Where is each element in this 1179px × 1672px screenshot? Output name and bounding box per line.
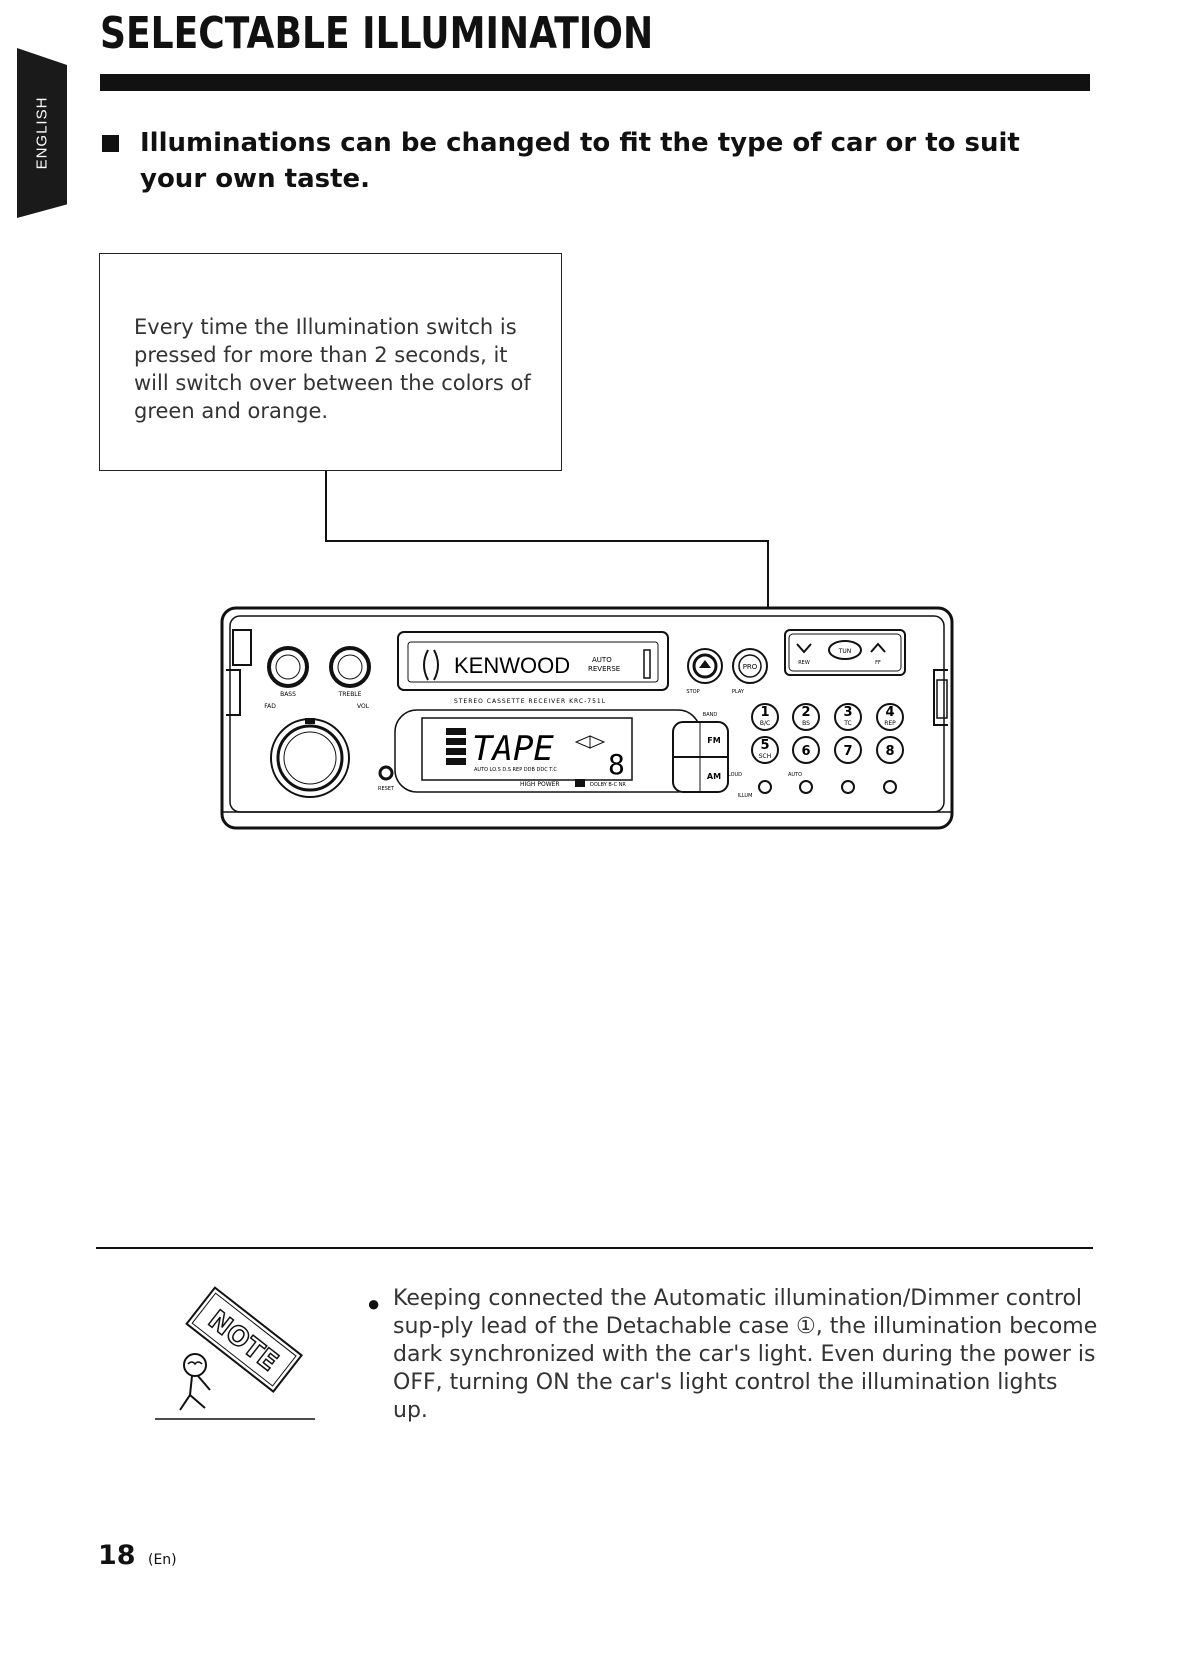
auto-reverse-label: AUTO xyxy=(592,656,612,664)
display-digit: 8 xyxy=(608,748,625,781)
am-button: AM xyxy=(707,772,721,781)
ff-arrow-icon xyxy=(870,642,886,653)
auto-label: AUTO xyxy=(788,772,802,778)
fm-am-button-block xyxy=(672,721,729,793)
page-language-code: (En) xyxy=(148,1552,177,1568)
bass-knob xyxy=(267,646,309,688)
reset-button xyxy=(378,765,394,781)
volume-knob xyxy=(270,718,350,798)
preset-number-6: 6 xyxy=(801,744,810,759)
preset-button-5 xyxy=(751,736,779,764)
illum-label: ILLUM xyxy=(738,793,753,799)
fad-label: FAD xyxy=(264,703,276,710)
preset-button-2 xyxy=(792,703,820,731)
pro-label: PRO xyxy=(743,663,758,671)
language-tab-label: ENGLISH xyxy=(33,96,51,170)
square-bullet-icon xyxy=(102,135,119,152)
fm-button: FM xyxy=(707,736,720,745)
preset-button-7 xyxy=(834,736,862,764)
preset-button-8 xyxy=(876,736,904,764)
tun-button xyxy=(828,640,862,660)
pscan-button xyxy=(883,780,897,794)
leader-line xyxy=(325,471,769,770)
callout-text: Every time the Illumination switch is pr… xyxy=(134,315,531,423)
callout-box: Every time the Illumination switch is pr… xyxy=(99,253,562,471)
stop-label: STOP xyxy=(686,689,699,695)
title-rule xyxy=(100,74,1090,91)
brand-logo: KENWOOD xyxy=(454,653,570,678)
right-release-tab xyxy=(933,669,948,726)
bullet-icon: ● xyxy=(367,1291,381,1316)
section-heading: Illuminations can be changed to fit the … xyxy=(140,128,1020,194)
eject-button xyxy=(687,648,723,684)
high-power-label: HIGH POWER xyxy=(520,781,560,788)
model-line: STEREO CASSETTE RECEIVER KRC-751L xyxy=(454,698,606,705)
indicator-line: AUTO LO.S D.S REP DDB DDC T.C xyxy=(474,767,557,773)
rew-arrow-icon xyxy=(796,643,812,654)
tuner-rocker xyxy=(784,629,906,676)
rew-label: REW xyxy=(798,660,810,666)
note-mascot-illustration: NOTE xyxy=(155,1286,315,1420)
preset-number-2: 2 xyxy=(801,705,810,720)
preset-button-3 xyxy=(834,703,862,731)
preset-number-8: 8 xyxy=(885,744,894,759)
display-frame xyxy=(394,709,701,793)
los-button xyxy=(841,780,855,794)
treble-knob xyxy=(329,646,371,688)
vol-label: VOL xyxy=(357,703,370,710)
cassette-door xyxy=(397,631,669,691)
left-release-tab xyxy=(232,629,252,666)
loud-label: LOUD xyxy=(728,772,742,778)
reset-label: RESET xyxy=(378,786,395,792)
note-text: Keeping connected the Automatic illumina… xyxy=(393,1286,1098,1423)
preset-number-4: 4 xyxy=(885,705,894,720)
preset-sub-label-3: TC xyxy=(843,720,852,727)
note-divider xyxy=(96,1247,1093,1249)
dolby-label: DOLBY B-C NR xyxy=(590,782,626,788)
page-title: SELECTABLE ILLUMINATION xyxy=(100,8,654,59)
play-label: PLAY xyxy=(732,689,745,695)
preset-number-3: 3 xyxy=(843,705,852,720)
preset-number-1: 1 xyxy=(760,705,769,720)
preset-number-5: 5 xyxy=(760,738,769,753)
tun-label: TUN xyxy=(838,648,852,655)
ff-label: FF xyxy=(875,660,881,666)
preset-number-7: 7 xyxy=(843,744,852,759)
page-number: 18 xyxy=(98,1540,136,1571)
illum-button xyxy=(758,780,772,794)
preset-sub-label-2: BS xyxy=(802,720,810,727)
auto-button xyxy=(799,780,813,794)
preset-button-1 xyxy=(751,703,779,731)
preset-sub-label-1: B/C xyxy=(760,720,770,727)
preset-button-4 xyxy=(876,703,904,731)
band-label: BAND xyxy=(703,712,718,718)
auto-reverse-label-2: REVERSE xyxy=(588,665,620,673)
display-panel xyxy=(421,717,633,781)
bass-label: BASS xyxy=(280,691,296,698)
preset-button-6 xyxy=(792,736,820,764)
display-text: TAPE xyxy=(472,729,554,769)
treble-label: TREBLE xyxy=(338,691,362,698)
language-side-tab: ENGLISH xyxy=(17,48,67,218)
pro-button xyxy=(732,648,768,684)
preset-sub-label-5: SCH xyxy=(759,753,772,760)
preset-sub-label-4: REP xyxy=(884,720,896,727)
stereo-body xyxy=(220,606,954,830)
